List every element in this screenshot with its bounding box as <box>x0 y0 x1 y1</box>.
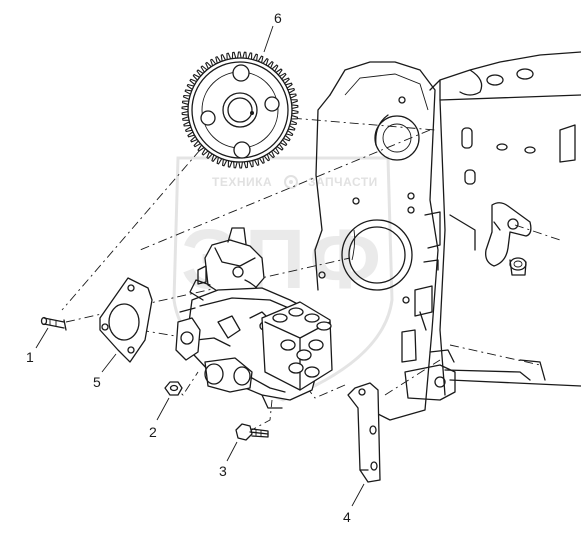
callout-1: 1 <box>26 327 49 365</box>
callout-4: 4 <box>343 483 365 525</box>
stud-pin <box>40 316 67 331</box>
callout-2-label: 2 <box>149 424 157 440</box>
hex-bolt <box>235 423 269 441</box>
callout-1-label: 1 <box>26 349 34 365</box>
watermark-left-word: ТЕХНИКА <box>212 175 272 189</box>
callout-6: 6 <box>263 10 282 53</box>
drive-gear <box>181 51 299 169</box>
engine-block <box>314 51 581 421</box>
watermark-right-word: ЗАПЧАСТИ <box>308 175 378 189</box>
callout-3: 3 <box>219 441 238 479</box>
callout-3-label: 3 <box>219 463 227 479</box>
assembly-center-lines <box>61 114 561 433</box>
pump-gasket <box>99 277 153 363</box>
hex-nut <box>164 381 183 396</box>
gear-emblem-icon <box>284 175 298 189</box>
delivery-valves <box>272 307 332 378</box>
callouts: 1 2 3 4 5 6 <box>26 10 365 525</box>
support-bracket <box>347 382 381 483</box>
callout-5: 5 <box>93 353 117 390</box>
callout-6-label: 6 <box>274 10 282 26</box>
pipe-bracket <box>485 202 532 276</box>
callout-2: 2 <box>149 397 170 440</box>
fuel-injection-pump <box>175 227 333 409</box>
callout-4-label: 4 <box>343 509 351 525</box>
callout-5-label: 5 <box>93 374 101 390</box>
